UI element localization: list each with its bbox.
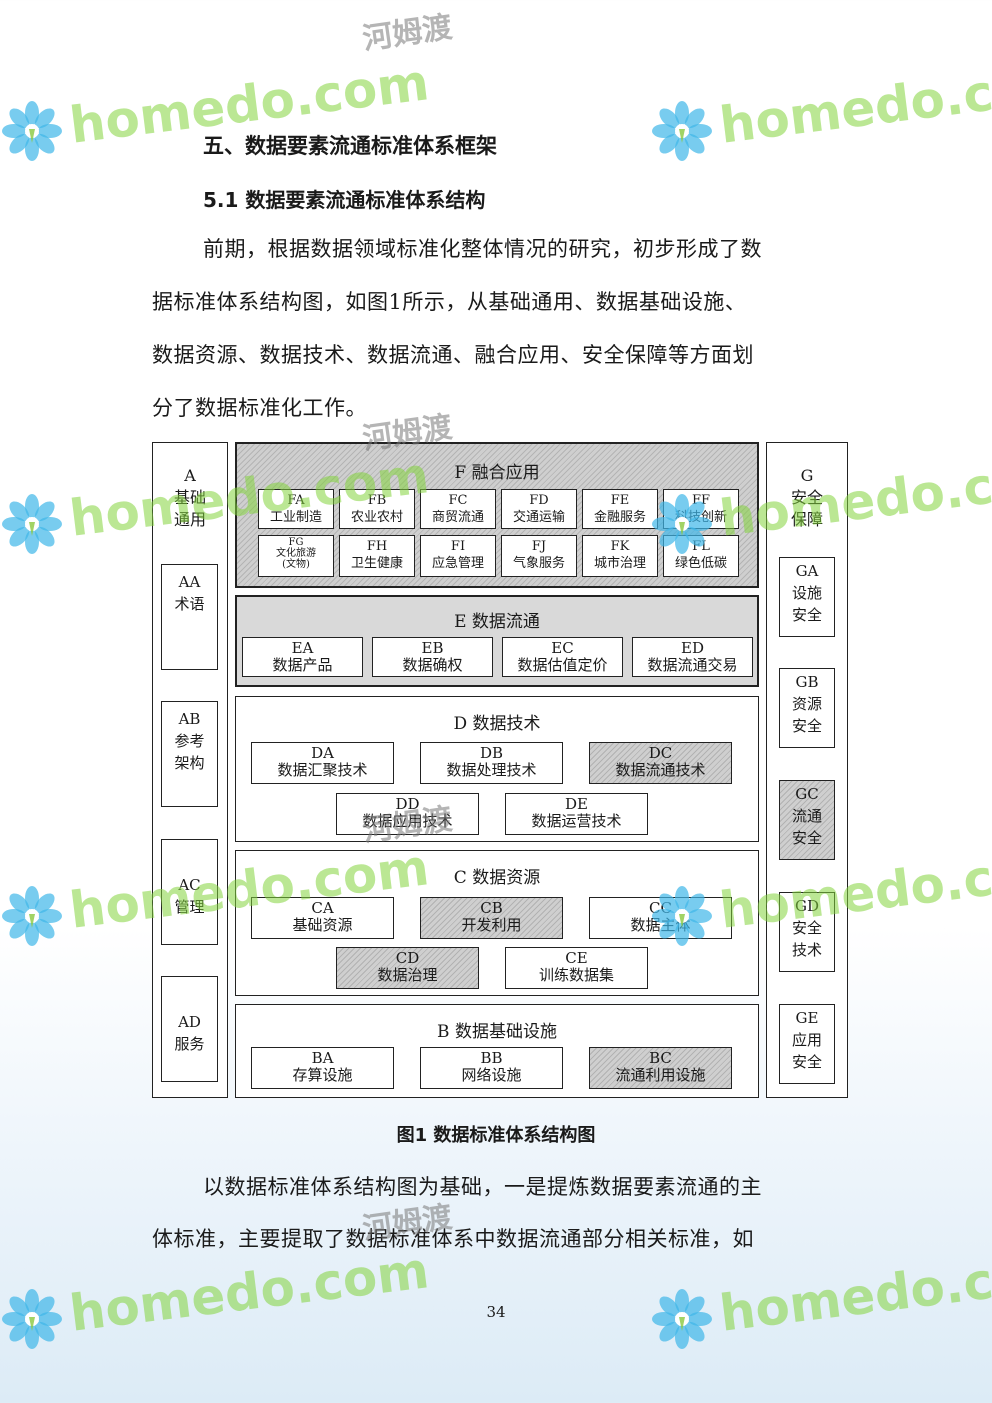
paragraph-line: 据标准体系结构图，如图1所示，从基础通用、数据基础设施、 [152,290,747,314]
watermark: homedo.com [650,53,992,185]
column-a-title: A 基础 通用 [173,466,206,529]
section-d-title: D 数据技术 [453,714,541,734]
homedo-flower-icon [2,494,62,554]
watermark-text: homedo.com [66,1241,433,1343]
section-f-title: F 融合应用 [454,463,540,483]
watermark-text: homedo.com [716,1241,992,1343]
homedo-flower-icon [2,886,62,946]
column-g-security: G 安全 保障 [766,442,848,1098]
paragraph-line: 数据资源、数据技术、数据流通、融合应用、安全保障等方面划 [152,343,754,367]
paragraph-line: 分了数据标准化工作。 [152,396,367,420]
paragraph-line: 以数据标准体系结构图为基础，一是提炼数据要素流通的主 [203,1175,762,1199]
paragraph-line: 体标准，主要提取了数据标准体系中数据流通部分相关标准，如 [152,1227,754,1251]
homedo-flower-icon [2,101,62,161]
section-heading: 五、数据要素流通标准体系框架 [203,134,497,158]
page-number: 34 [486,1303,506,1321]
column-g-title: G 安全 保障 [790,466,823,529]
section-e-title: E 数据流通 [454,612,540,632]
section-c-title: C 数据资源 [453,868,541,888]
watermark-cn-text: 河姆渡 [360,9,455,58]
homedo-flower-icon [652,101,712,161]
watermark-text: homedo.com [716,53,992,155]
subsection-heading: 5.1 数据要素流通标准体系结构 [203,188,486,212]
figure-caption: 图1 数据标准体系结构图 [396,1125,596,1146]
watermark: homedo.com [650,1241,992,1373]
watermark: homedo.com [0,1241,432,1373]
paragraph-line: 前期，根据数据领域标准化整体情况的研究，初步形成了数 [203,237,762,261]
section-b-title: B 数据基础设施 [437,1022,557,1042]
